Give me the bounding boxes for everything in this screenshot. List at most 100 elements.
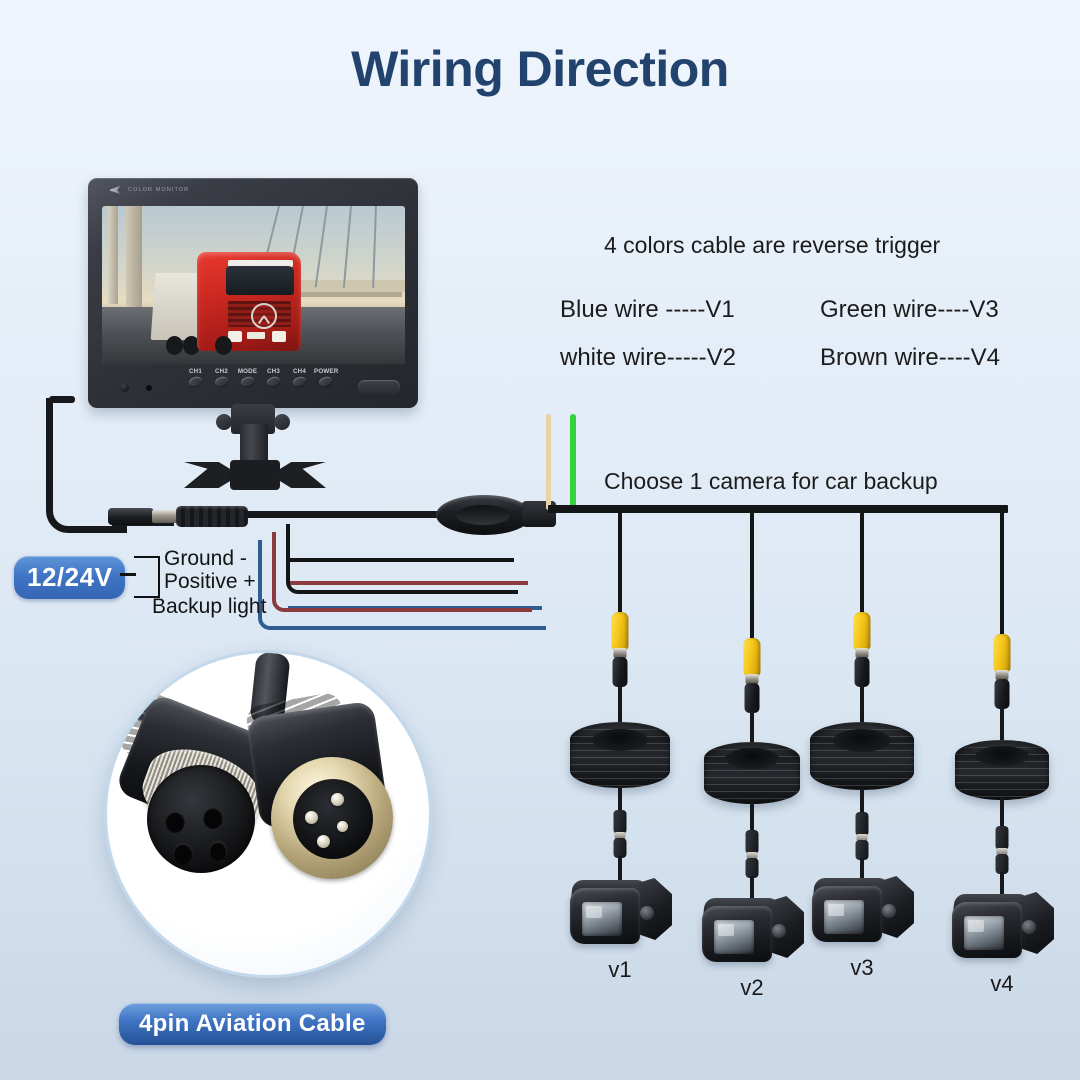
camera-cable-upper — [1000, 708, 1004, 750]
truck-visor — [228, 259, 293, 267]
aviation-connector-inset — [104, 650, 432, 978]
cable-joint-ring — [996, 848, 1008, 855]
wire-dashes: ---- — [938, 344, 971, 371]
barrel-connector-female — [108, 508, 154, 525]
truck-headlamp — [228, 331, 242, 342]
aviation-cable-badge: 4pin Aviation Cable — [119, 1003, 386, 1045]
camera-cable-upper — [618, 686, 622, 734]
wire-name: Blue wire — [560, 296, 659, 323]
monitor-button-ch3[interactable]: CH3 — [262, 368, 285, 388]
screen-bridge-tower — [108, 206, 119, 304]
camera-branch-v1: v1 — [560, 612, 680, 1012]
bus-drop-v2 — [750, 509, 754, 641]
socket-hole — [165, 811, 185, 833]
monitor-stand-knob — [274, 414, 290, 430]
trigger-wire-green — [570, 414, 576, 510]
camera-label-v2: v2 — [740, 975, 764, 1000]
rca-connector-yellow-icon — [853, 612, 871, 650]
power-bracket — [134, 556, 160, 598]
truck-license-plate — [247, 332, 265, 339]
backup-camera-v4 — [950, 888, 1054, 960]
coil-inner-hole — [725, 748, 779, 770]
bus-drop-v4 — [1000, 509, 1004, 637]
rca-metal-ring — [995, 670, 1009, 680]
trunk-cable — [246, 511, 446, 518]
button-cap-icon — [239, 375, 256, 388]
cable-joint — [855, 812, 869, 836]
monitor-speaker — [358, 380, 400, 394]
camera-cable-lower — [1000, 872, 1004, 896]
connector-pin — [317, 835, 330, 848]
bracket-stem — [120, 573, 136, 576]
camera-cable-mid — [750, 802, 754, 838]
reverse-trigger-heading: 4 colors cable are reverse trigger — [604, 232, 941, 258]
camera-label-v1: v1 — [608, 957, 632, 982]
wire-mapping-v4: Brown wire----V4 — [820, 344, 1000, 372]
camera-lens-icon — [714, 920, 754, 954]
coiled-cable-bundle — [810, 722, 914, 790]
lead-positive-wire — [288, 581, 528, 585]
camera-bus-bar — [548, 505, 1008, 513]
coiled-cable-bundle — [955, 740, 1049, 800]
button-cap-icon — [265, 375, 282, 388]
wire-channel: V2 — [706, 344, 737, 371]
bus-drop-v3 — [860, 509, 864, 615]
socket-hole — [173, 843, 193, 865]
monitor-button-mode[interactable]: MODE — [236, 368, 259, 388]
power-loop-backup-light — [258, 540, 546, 630]
trigger-wire-tan — [546, 414, 551, 510]
connector-pin — [305, 811, 318, 824]
coil-inner-hole — [832, 728, 892, 752]
label-ground: Ground - — [164, 547, 247, 570]
monitor-button-row: CH1 CH2 MODE CH3 CH4 — [184, 368, 344, 400]
rca-metal-ring — [613, 648, 627, 658]
camera-cable-lower — [618, 856, 622, 882]
lead-ground-wire — [288, 558, 514, 562]
monitor-stand-knob — [216, 414, 232, 430]
monitor-stand-column — [240, 424, 268, 466]
camera-pivot-screw — [1022, 920, 1036, 934]
rca-boot — [994, 679, 1010, 709]
wire-name: Green wire — [820, 296, 938, 323]
power-loop-positive — [272, 532, 532, 612]
backup-camera-v2 — [700, 892, 804, 964]
monitor-power-cable — [46, 398, 127, 533]
monitor-button-ch1[interactable]: CH1 — [184, 368, 207, 388]
truck-windshield — [226, 265, 294, 296]
camera-cable-upper — [860, 686, 864, 732]
coil-inner-hole — [975, 746, 1029, 767]
coil-inner-hole — [592, 728, 648, 752]
screen-bridge-tower — [126, 206, 143, 320]
camera-lens-icon — [824, 900, 864, 934]
monitor-button-ch4[interactable]: CH4 — [288, 368, 311, 388]
label-backup-light: Backup light — [152, 595, 267, 618]
monitor-button-ch2[interactable]: CH2 — [210, 368, 233, 388]
splitter-hub-highlight — [456, 505, 510, 525]
wire-channel: V4 — [970, 344, 1001, 371]
camera-cable-mid — [860, 788, 864, 822]
rca-connector-yellow-icon — [611, 612, 629, 650]
rca-connector-yellow-icon — [993, 634, 1011, 672]
rca-boot — [744, 683, 760, 713]
camera-pivot-screw — [882, 904, 896, 918]
camera-branch-v3: v3 — [802, 612, 922, 1012]
camera-cable-lower — [860, 858, 864, 880]
connector-metal-ring — [152, 510, 178, 523]
camera-branch-v4: v4 — [942, 634, 1062, 1034]
monitor-button-power[interactable]: POWER — [314, 368, 338, 388]
socket-hole — [203, 807, 223, 829]
cable-joint — [995, 854, 1009, 874]
camera-pivot-screw — [640, 906, 654, 920]
monitor-brand-label: COLOR MONITOR — [128, 187, 190, 193]
cable-joint — [855, 840, 869, 860]
wire-dashes: ----- — [666, 344, 707, 371]
wire-channel: V3 — [969, 296, 999, 323]
wire-name: Brown wire — [820, 344, 939, 371]
monitor-screen — [102, 206, 405, 364]
camera-cable-mid — [618, 786, 622, 820]
connector-pair — [107, 653, 429, 975]
cable-joint — [745, 830, 759, 854]
camera-branch-v2: v2 — [692, 638, 812, 1038]
wire-name: white wire — [560, 344, 667, 371]
